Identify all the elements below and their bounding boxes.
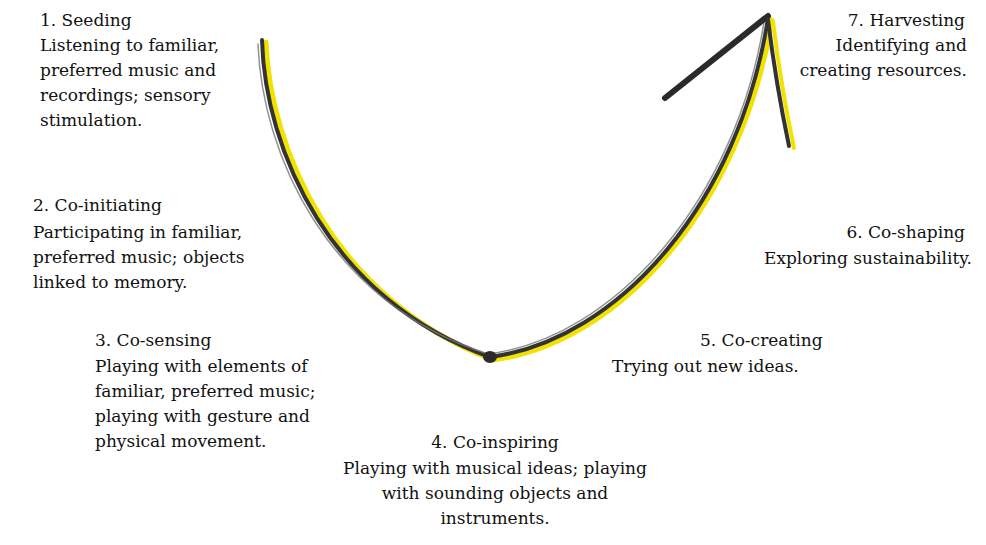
stage-description: Playing with elements of familiar, prefe… [95,354,370,454]
stage-heading: 5. Co-creating [700,328,900,353]
stage-description: Listening to familiar, preferred music a… [40,33,252,133]
stage-heading: 6. Co-shaping [765,220,965,245]
stage-description: Exploring sustainability. [700,246,972,271]
arrow-sketch-line [258,22,764,354]
stage-heading: 1. Seeding [40,8,250,33]
stage-heading: 3. Co-sensing [95,328,335,353]
stage-description: Trying out new ideas. [612,354,862,379]
curve-dot [483,351,497,363]
stage-heading: 7. Harvesting [760,8,965,33]
stage-heading: 4. Co-inspiring [345,430,645,455]
stage-description: Identifying and creating resources. [782,33,967,83]
stage-description: Playing with musical ideas; playing with… [330,456,660,531]
stage-heading: 2. Co-initiating [33,193,273,218]
stage-description: Participating in familiar, preferred mus… [33,220,283,295]
arrow-stroke [262,18,768,357]
arrowhead-left [665,16,768,98]
arrowhead-right [768,20,789,146]
